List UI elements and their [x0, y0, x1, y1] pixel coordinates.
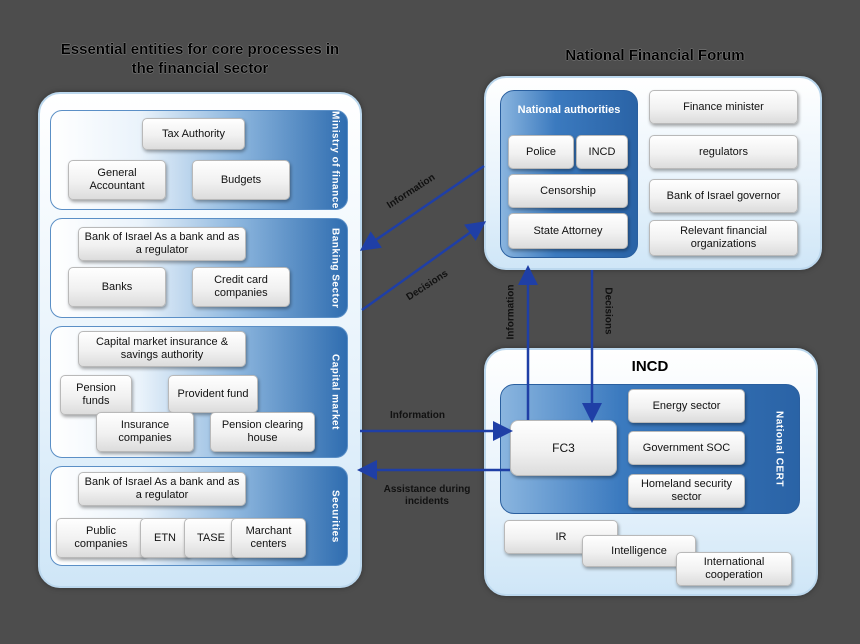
boi-governor-box: Bank of Israel governor — [649, 179, 798, 213]
tax-authority-box: Tax Authority — [142, 118, 245, 150]
left-title: Essential entities for core processes in… — [60, 41, 340, 77]
homeland-security-box: Homeland security sector — [628, 474, 745, 508]
forum-incd-box: INCD — [576, 135, 628, 169]
finance-minister-box: Finance minister — [649, 90, 798, 124]
regulators-box: regulators — [649, 135, 798, 169]
capital-market-label: Capital market — [329, 354, 341, 430]
national-authorities-label: National authorities — [517, 104, 621, 116]
government-soc-box: Government SOC — [628, 431, 745, 465]
decisions-down-label: Decisions — [602, 287, 614, 335]
international-cooperation-box: International cooperation — [676, 552, 792, 586]
etn-box: ETN — [140, 518, 190, 558]
ministry-of-finance-label: Ministry of finance — [329, 111, 341, 209]
bank-of-israel-box: Bank of Israel As a bank and as a regula… — [78, 227, 246, 261]
censorship-box: Censorship — [508, 174, 628, 208]
pension-clearing-house-box: Pension clearing house — [210, 412, 315, 452]
decisions-to-forum-arrow — [361, 221, 487, 312]
banks-box: Banks — [68, 267, 166, 307]
assistance-label: Assistance during incidents — [383, 484, 471, 507]
state-attorney-box: State Attorney — [508, 213, 628, 249]
credit-card-companies-box: Credit card companies — [192, 267, 290, 307]
public-companies-box: Public companies — [56, 518, 146, 558]
incd-title: INCD — [631, 358, 669, 375]
national-cert-label: National CERT — [773, 411, 785, 487]
fc3-box: FC3 — [510, 420, 617, 476]
securities-label: Securities — [329, 489, 341, 543]
tase-box: TASE — [184, 518, 238, 558]
banking-sector-label: Banking Sector — [329, 227, 341, 309]
relevant-financial-orgs-box: Relevant financial organizations — [649, 220, 798, 256]
information-to-fc3-label: Information — [390, 410, 445, 421]
information-to-banking-arrow — [359, 164, 485, 251]
information-up-label: Information — [505, 284, 517, 340]
general-accountant-box: General Accountant — [68, 160, 166, 200]
pension-funds-box: Pension funds — [60, 375, 132, 415]
capital-market-authority-box: Capital market insurance & savings autho… — [78, 331, 246, 367]
energy-sector-box: Energy sector — [628, 389, 745, 423]
securities-bank-of-israel-box: Bank of Israel As a bank and as a regula… — [78, 472, 246, 506]
police-box: Police — [508, 135, 574, 169]
budgets-box: Budgets — [192, 160, 290, 200]
forum-title: National Financial Forum — [565, 47, 745, 64]
insurance-companies-box: Insurance companies — [96, 412, 194, 452]
marchant-centers-box: Marchant centers — [231, 518, 306, 558]
